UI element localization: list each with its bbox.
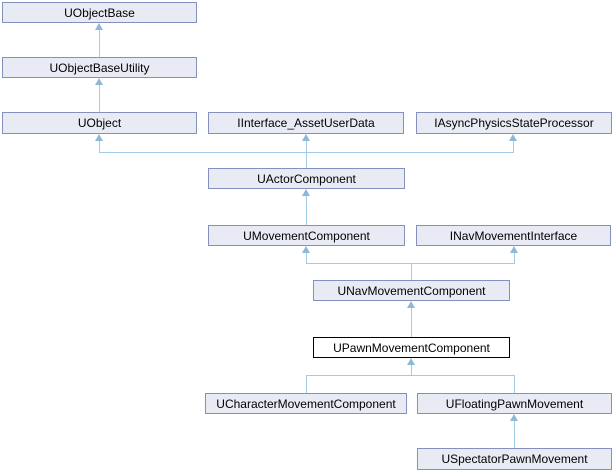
edge-line <box>514 421 515 448</box>
edge-arrowhead-icon <box>302 134 310 141</box>
edge-arrowhead-icon <box>95 23 103 30</box>
class-node-upawnmovementcomponent-current: UPawnMovementComponent <box>313 337 510 358</box>
edge-arrowhead-icon <box>407 358 415 365</box>
edge-line <box>99 30 100 57</box>
edge-line <box>306 196 307 225</box>
edge-arrowhead-icon <box>510 414 518 421</box>
edge-arrowhead-icon <box>510 246 518 253</box>
edge-line <box>306 263 515 264</box>
class-node-uobjectbase[interactable]: UObjectBase <box>2 2 197 23</box>
edge-line <box>411 308 412 337</box>
edge-line <box>99 141 100 152</box>
edge-arrowhead-icon <box>509 134 517 141</box>
edge-line <box>514 253 515 263</box>
edge-line <box>306 141 307 168</box>
edge-line <box>514 375 515 393</box>
edge-line <box>411 263 412 280</box>
edge-line <box>513 141 514 152</box>
class-node-uobject[interactable]: UObject <box>2 112 197 134</box>
edge-line <box>411 365 412 375</box>
edge-line <box>306 375 307 393</box>
class-node-uactorcomponent[interactable]: UActorComponent <box>208 168 405 189</box>
edge-line <box>306 253 307 263</box>
class-node-uobjectbaseutility[interactable]: UObjectBaseUtility <box>2 57 197 78</box>
edge-arrowhead-icon <box>302 246 310 253</box>
edge-arrowhead-icon <box>95 78 103 85</box>
class-node-ucharactermovementcomponent[interactable]: UCharacterMovementComponent <box>205 393 407 414</box>
class-node-ufloatingpawnmovement[interactable]: UFloatingPawnMovement <box>417 393 612 414</box>
edge-arrowhead-icon <box>302 189 310 196</box>
edge-arrowhead-icon <box>95 134 103 141</box>
class-node-iasyncphysicsstateprocessor[interactable]: IAsyncPhysicsStateProcessor <box>416 112 612 134</box>
edge-arrowhead-icon <box>407 301 415 308</box>
class-node-inavmovementinterface[interactable]: INavMovementInterface <box>416 225 611 246</box>
class-node-uspectatorpawnmovement[interactable]: USpectatorPawnMovement <box>417 448 612 470</box>
edge-line <box>99 85 100 112</box>
class-node-iinterface-assetuserdata[interactable]: IInterface_AssetUserData <box>208 112 404 134</box>
class-node-umovementcomponent[interactable]: UMovementComponent <box>208 225 405 246</box>
edge-line <box>306 375 515 376</box>
class-node-unavmovementcomponent[interactable]: UNavMovementComponent <box>313 280 510 301</box>
